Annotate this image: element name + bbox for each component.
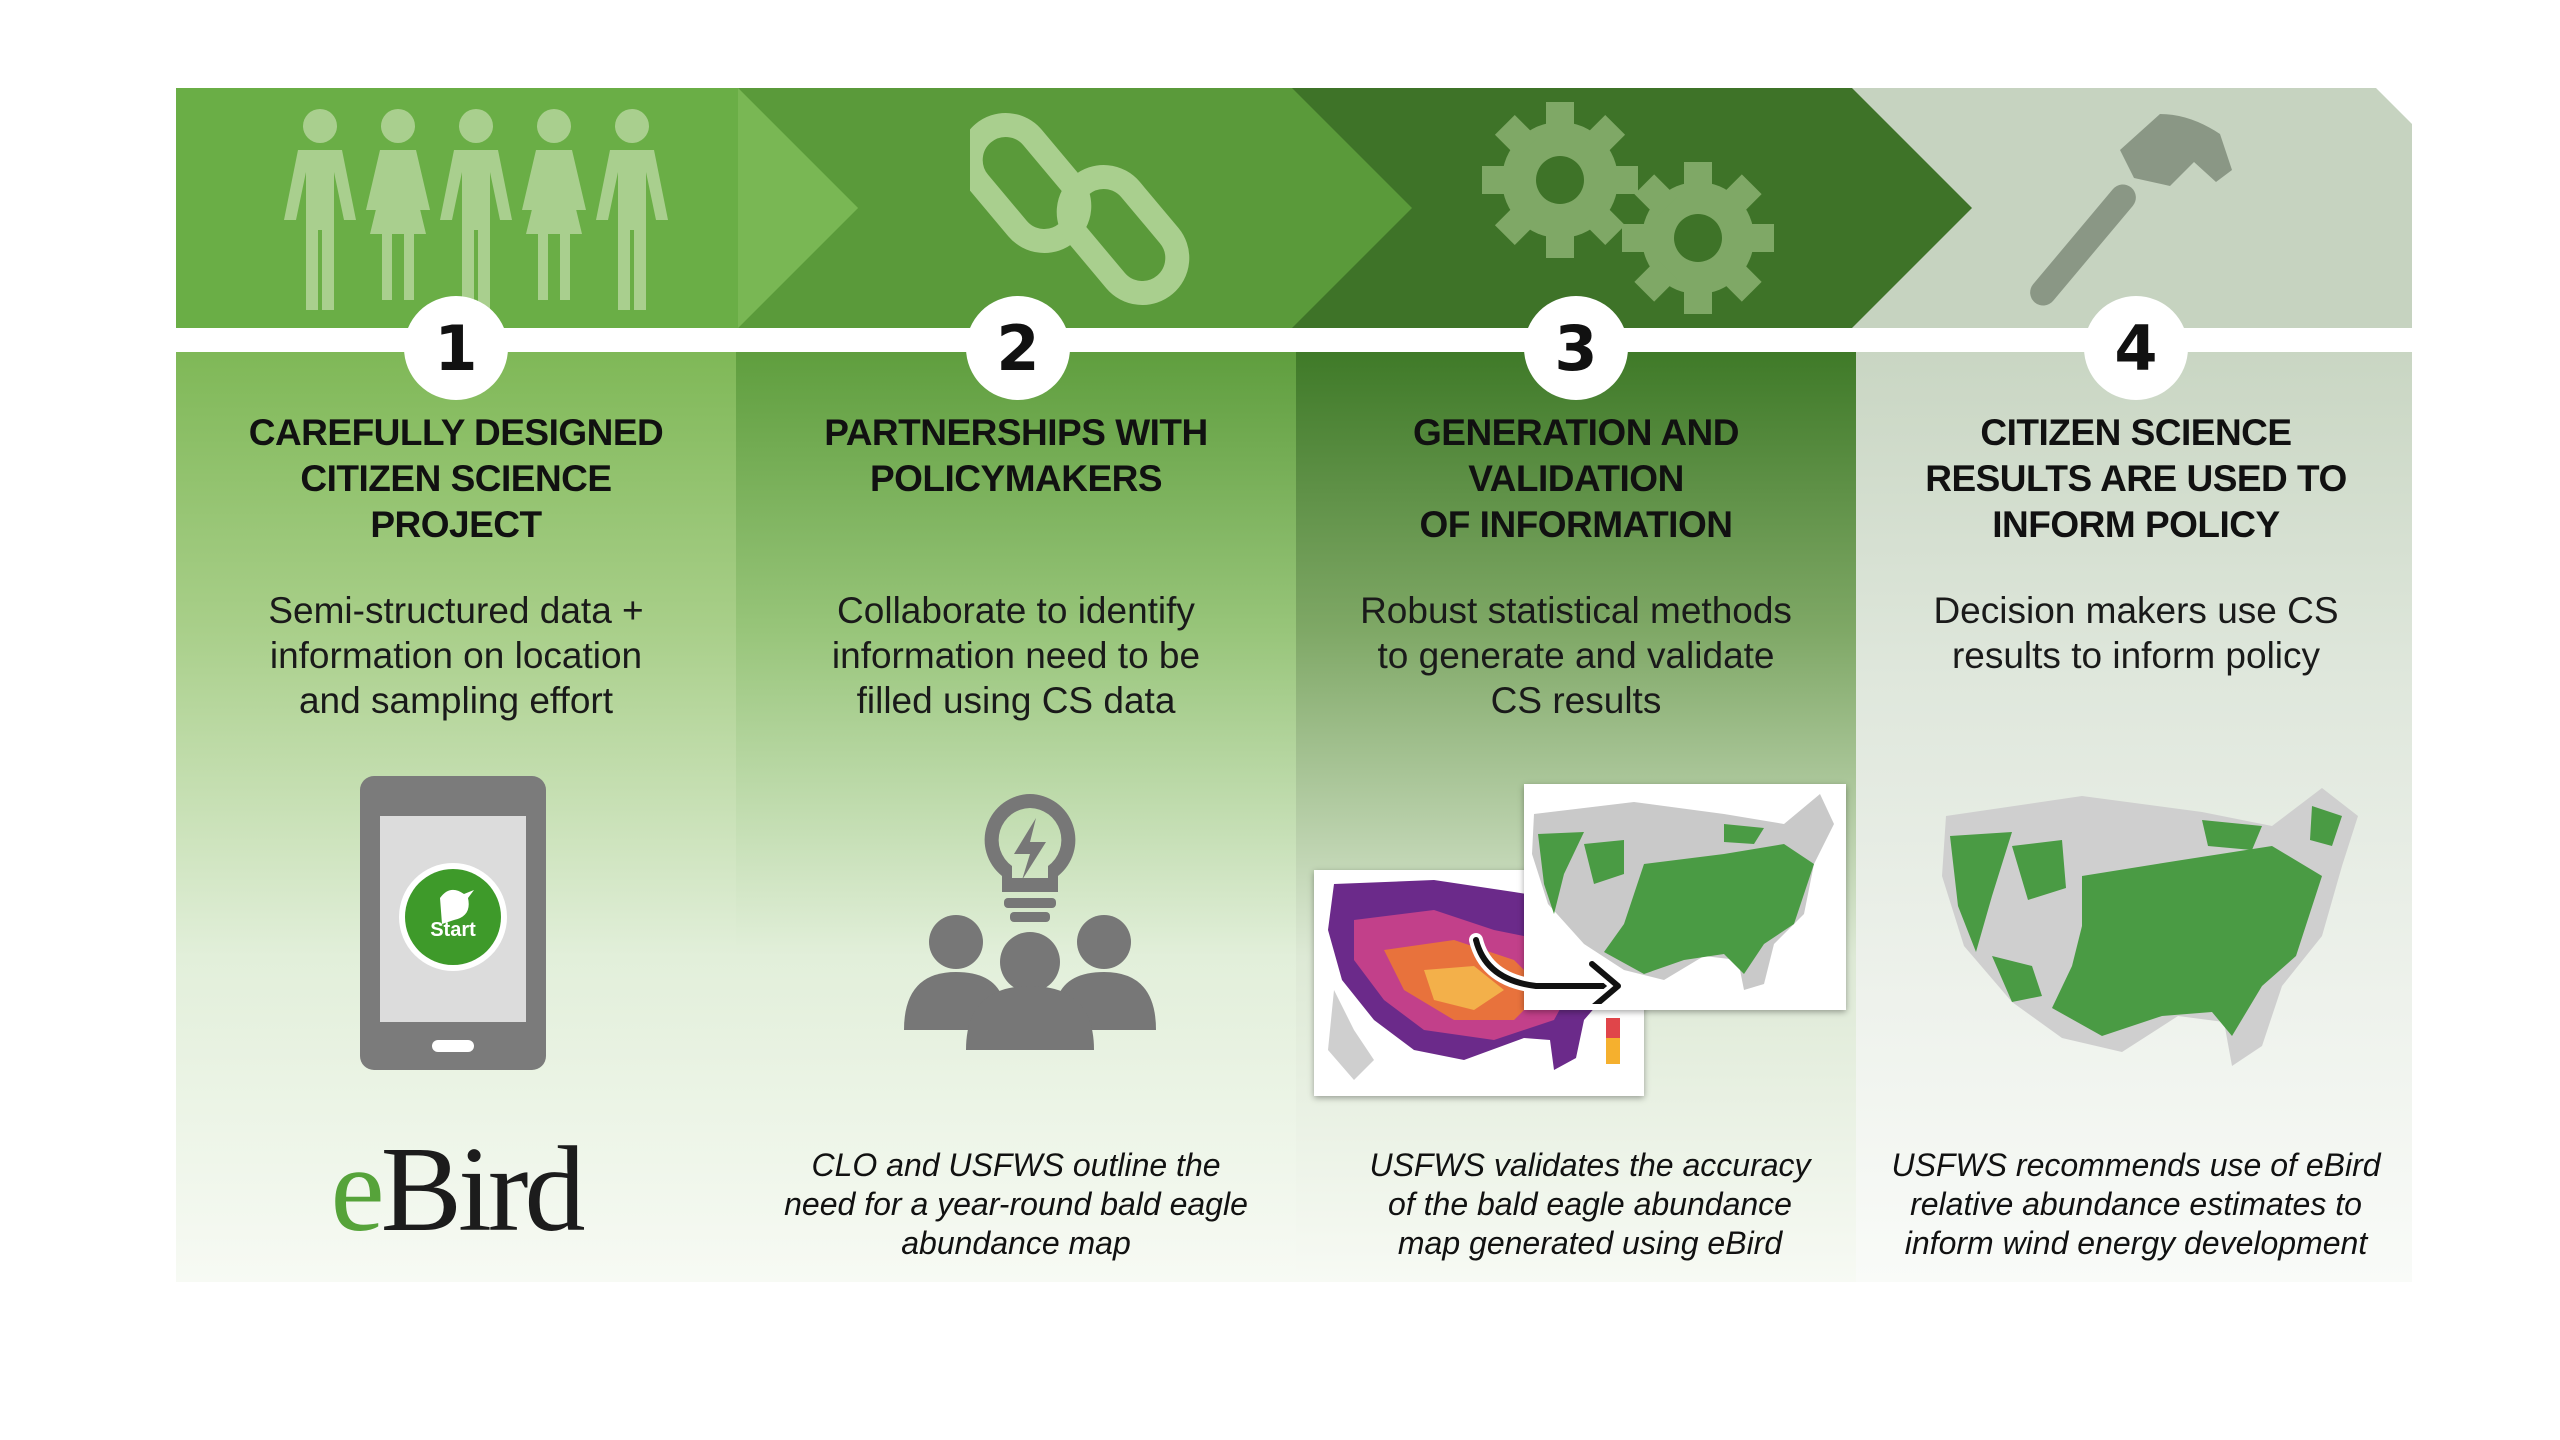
green-abundance-map [1524,784,1846,1010]
phone-start-icon: Start [360,776,546,1070]
people-icon [284,109,668,310]
start-button-label: Start [430,919,476,941]
ebird-logo: eBird [330,1122,585,1257]
chain-link-icon [970,113,1190,305]
step-2-description: Collaborate to identify information need… [831,590,1201,721]
timeline-line [176,330,2412,350]
chevron-1 [176,88,858,328]
step-4-caption: USFWS recommends use of eBird relative a… [1891,1147,2381,1261]
step-1-heading: CAREFULLY DESIGNED CITIZEN SCIENCE PROJE… [248,412,664,545]
step-4-heading: CITIZEN SCIENCE RESULTS ARE USED TO INFO… [1925,412,2347,545]
lightbulb-group-icon [904,794,1156,1050]
step-3-description: Robust statistical methods to generate a… [1360,590,1792,721]
chevron-3 [1290,88,1972,328]
step-1-description: Semi-structured data + information on lo… [268,590,644,721]
step-2-caption: CLO and USFWS outline the need for a yea… [784,1147,1248,1261]
step-2-heading: PARTNERSHIPS WITH POLICYMAKERS [824,412,1208,499]
us-map-green [1942,788,2358,1066]
arrow-icon [1469,933,1625,1004]
chevron-band [176,88,2412,328]
hammer-icon [2030,114,2232,306]
step-number-4: 4 [2084,296,2188,400]
step-2-panel [736,352,1296,1282]
gears-icon [1482,102,1774,314]
heatmap-abundance-map [1314,870,1644,1096]
step-number-1: 1 [404,296,508,400]
step-number-3: 3 [1524,296,1628,400]
step-4-description: Decision makers use CS results to inform… [1933,590,2339,676]
step-3-heading: GENERATION AND VALIDATION OF INFORMATION [1413,412,1740,545]
step-3-caption: USFWS validates the accuracy of the bald… [1369,1147,1811,1261]
step-number-2: 2 [966,296,1070,400]
